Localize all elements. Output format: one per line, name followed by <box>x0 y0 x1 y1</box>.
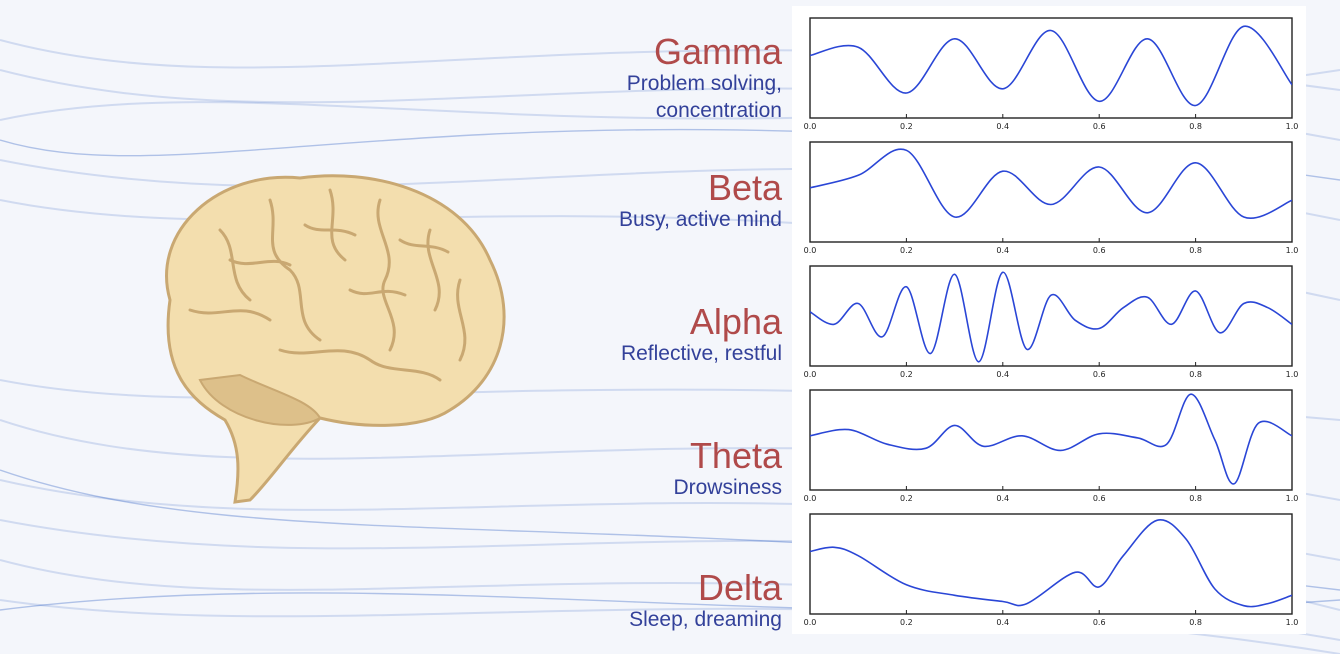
plot-frame <box>809 141 1293 243</box>
x-tick-label: 0.4 <box>996 246 1009 255</box>
band-label-theta: Theta Drowsiness <box>673 438 782 501</box>
band-name: Theta <box>689 435 782 476</box>
band-label-alpha: Alpha Reflective, restful <box>621 304 782 367</box>
plot-frame <box>809 17 1293 119</box>
band-description: Sleep, dreaming <box>629 608 782 631</box>
wave-chart-delta: 0.0 0.2 0.4 0.6 0.8 1.0 <box>804 513 1299 627</box>
x-tick-label: 1.0 <box>1286 122 1299 131</box>
band-name: Beta <box>707 167 782 208</box>
x-tick-label: 0.4 <box>996 370 1009 379</box>
plot-frame <box>809 265 1293 367</box>
band-name: Gamma <box>653 31 782 72</box>
x-tick-label: 0.8 <box>1189 618 1202 627</box>
x-tick-label: 0.6 <box>1093 494 1106 503</box>
band-description: Problem solving, <box>626 72 782 95</box>
plot-frame <box>809 513 1293 615</box>
band-description: concentration <box>655 99 782 122</box>
x-tick-label: 0.0 <box>804 370 817 379</box>
x-tick-label: 0.2 <box>900 122 913 131</box>
x-tick-label: 0.6 <box>1093 246 1106 255</box>
band-labels: Gamma Problem solving, concentration Bet… <box>619 34 782 633</box>
x-tick-label: 0.2 <box>900 494 913 503</box>
band-description: Busy, active mind <box>618 208 782 231</box>
x-tick-label: 0.6 <box>1093 618 1106 627</box>
brain-illustration <box>165 174 506 504</box>
x-tick-label: 1.0 <box>1286 370 1299 379</box>
x-tick-label: 0.4 <box>996 122 1009 131</box>
wave-series-line <box>810 25 1292 107</box>
band-label-gamma: Gamma Problem solving, concentration <box>627 34 782 124</box>
wave-chart-theta: 0.0 0.2 0.4 0.6 0.8 1.0 <box>804 389 1299 503</box>
x-tick-label: 0.8 <box>1189 494 1202 503</box>
x-tick-label: 0.0 <box>804 122 817 131</box>
x-tick-label: 0.0 <box>804 494 817 503</box>
x-tick-label: 1.0 <box>1286 494 1299 503</box>
x-tick-label: 0.8 <box>1189 370 1202 379</box>
x-tick-label: 0.0 <box>804 618 817 627</box>
band-label-beta: Beta Busy, active mind <box>619 170 782 233</box>
wave-series-line <box>810 393 1292 485</box>
wave-series-line <box>810 271 1292 363</box>
x-tick-label: 0.2 <box>900 618 913 627</box>
x-tick-label: 0.2 <box>900 370 913 379</box>
wave-series-line <box>810 148 1292 220</box>
band-name: Alpha <box>689 301 782 342</box>
band-description: Drowsiness <box>673 476 782 499</box>
x-tick-label: 0.2 <box>900 246 913 255</box>
plot-frame <box>809 389 1293 491</box>
band-name: Delta <box>697 567 782 608</box>
x-tick-label: 0.6 <box>1093 122 1106 131</box>
x-tick-label: 0.6 <box>1093 370 1106 379</box>
x-tick-label: 0.0 <box>804 246 817 255</box>
wave-chart-gamma: 0.0 0.2 0.4 0.6 0.8 1.0 <box>804 17 1299 131</box>
x-tick-label: 1.0 <box>1286 618 1299 627</box>
wave-series-line <box>810 519 1292 608</box>
band-description: Reflective, restful <box>620 342 782 365</box>
x-tick-label: 1.0 <box>1286 246 1299 255</box>
x-tick-label: 0.8 <box>1189 246 1202 255</box>
band-label-delta: Delta Sleep, dreaming <box>629 570 782 633</box>
wave-chart-alpha: 0.0 0.2 0.4 0.6 0.8 1.0 <box>804 265 1299 379</box>
x-tick-label: 0.4 <box>996 494 1009 503</box>
wave-chart-beta: 0.0 0.2 0.4 0.6 0.8 1.0 <box>804 141 1299 255</box>
x-tick-label: 0.8 <box>1189 122 1202 131</box>
x-tick-label: 0.4 <box>996 618 1009 627</box>
